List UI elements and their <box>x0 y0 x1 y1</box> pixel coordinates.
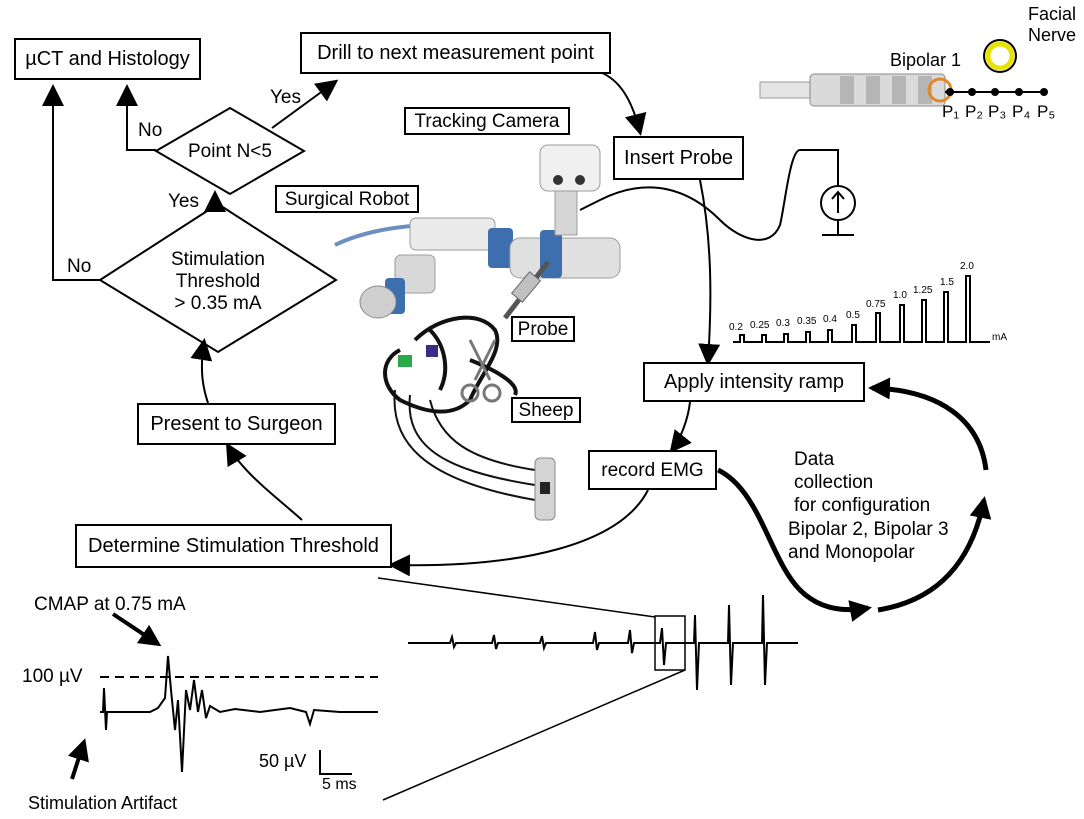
decision-threshold-label: Stimulation Threshold > 0.35 mA <box>148 249 288 315</box>
ramp-value-6: 0.75 <box>866 299 886 310</box>
scale-voltage-label: 50 µV <box>259 751 307 771</box>
label-surgical-robot: Surgical Robot <box>275 185 419 213</box>
box-insert-probe: Insert Probe <box>613 136 744 180</box>
electrode-purple <box>426 345 438 357</box>
zoom-line-bottom <box>382 669 686 801</box>
surgical-robot-illustration <box>334 144 621 320</box>
arrow-yes-to-drill <box>271 79 339 129</box>
edge-no-top: No <box>138 120 163 141</box>
decision-threshold <box>98 202 338 354</box>
facial-nerve-label: Facial Nerve <box>1020 4 1084 45</box>
decision-threshold-line1: Stimulation <box>171 249 265 270</box>
ramp-value-10: 2.0 <box>960 261 974 272</box>
level-100uv-label: 100 µV <box>22 666 83 687</box>
box-determine-threshold: Determine Stimulation Threshold <box>75 524 392 568</box>
arrow-insert-to-ramp <box>698 179 721 366</box>
arrow-present-to-threshold <box>190 338 213 404</box>
arrow-no-left-to-histology <box>42 84 100 281</box>
scale-time-label: 5 ms <box>322 776 357 793</box>
loop-arc-upper <box>868 377 989 471</box>
decision-point-n <box>154 106 306 196</box>
decision-threshold-line2: Threshold <box>175 270 261 292</box>
zoom-line-top <box>377 577 656 618</box>
zoom-window <box>654 615 686 671</box>
ramp-value-1: 0.25 <box>750 320 770 331</box>
cmap-arrow <box>111 612 162 647</box>
ramp-value-4: 0.4 <box>823 314 837 325</box>
ramp-value-7: 1.0 <box>893 290 907 301</box>
probe-electrode <box>759 73 1048 107</box>
facial-nerve-line1: Facial <box>1027 4 1076 24</box>
ramp-pulse-train <box>733 275 990 343</box>
data-collection-label: Data collection for configuration Bipola… <box>788 448 949 564</box>
data-collection-line4: Bipolar 2, Bipolar 3 <box>788 518 949 540</box>
facial-nerve-icon <box>983 39 1017 73</box>
ramp-value-5: 0.5 <box>846 310 860 321</box>
ramp-value-8: 1.25 <box>913 285 933 296</box>
arrow-ramp-to-emg <box>669 401 692 454</box>
edge-no-left: No <box>67 256 92 277</box>
loop-arc-lower <box>716 467 872 622</box>
data-collection-line5: and Monopolar <box>788 541 915 563</box>
ramp-value-0: 0.2 <box>729 322 743 333</box>
cmap-trace <box>100 655 378 773</box>
box-apply-ramp: Apply intensity ramp <box>643 362 865 402</box>
point-p4: P₄ <box>1012 102 1031 121</box>
stim-cable <box>579 149 839 241</box>
scissors-icon <box>468 339 497 381</box>
label-probe: Probe <box>511 316 575 342</box>
data-collection-line2: collection <box>794 472 874 494</box>
arrow-emg-to-determine <box>388 489 649 577</box>
data-collection-line1: Data <box>794 449 835 470</box>
artifact-label: Stimulation Artifact <box>28 793 178 813</box>
decision-point-n-label: Point N<5 <box>188 141 272 162</box>
bipolar-label: Bipolar 1 <box>890 50 962 70</box>
facial-nerve-line2: Nerve <box>1027 24 1076 45</box>
point-p5: P₅ <box>1037 102 1056 121</box>
artifact-arrow <box>67 738 89 780</box>
point-p2: P₂ <box>965 102 983 121</box>
label-sheep: Sheep <box>511 397 581 423</box>
point-p1: P₁ <box>942 102 960 121</box>
ramp-value-9: 1.5 <box>940 277 954 288</box>
emg-trace-long <box>408 594 798 691</box>
ramp-value-2: 0.3 <box>776 318 790 329</box>
point-p3: P₃ <box>988 102 1007 121</box>
ramp-unit: mA <box>992 332 1007 343</box>
box-drill: Drill to next measurement point <box>300 32 611 74</box>
ramp-value-3: 0.35 <box>797 316 817 327</box>
data-collection-line3: for configuration <box>794 495 931 517</box>
box-record-emg: record EMG <box>588 450 717 490</box>
box-ct-histology: µCT and Histology <box>14 38 201 80</box>
cmap-label: CMAP at 0.75 mA <box>34 594 186 615</box>
ground-icon <box>822 220 854 236</box>
decision-threshold-line3: > 0.35 mA <box>174 292 262 314</box>
arrow-drill-to-insert <box>599 71 647 136</box>
arrow-determine-to-present <box>225 442 303 521</box>
electrode-green <box>398 355 412 367</box>
box-present-surgeon: Present to Surgeon <box>137 403 336 445</box>
edge-yes-top: Yes <box>270 87 301 108</box>
loop-arc-right <box>877 496 992 613</box>
edge-yes-mid: Yes <box>168 191 199 212</box>
arrow-no-to-histology <box>116 84 156 151</box>
label-tracking-camera: Tracking Camera <box>404 107 570 135</box>
scale-bar <box>319 750 352 775</box>
